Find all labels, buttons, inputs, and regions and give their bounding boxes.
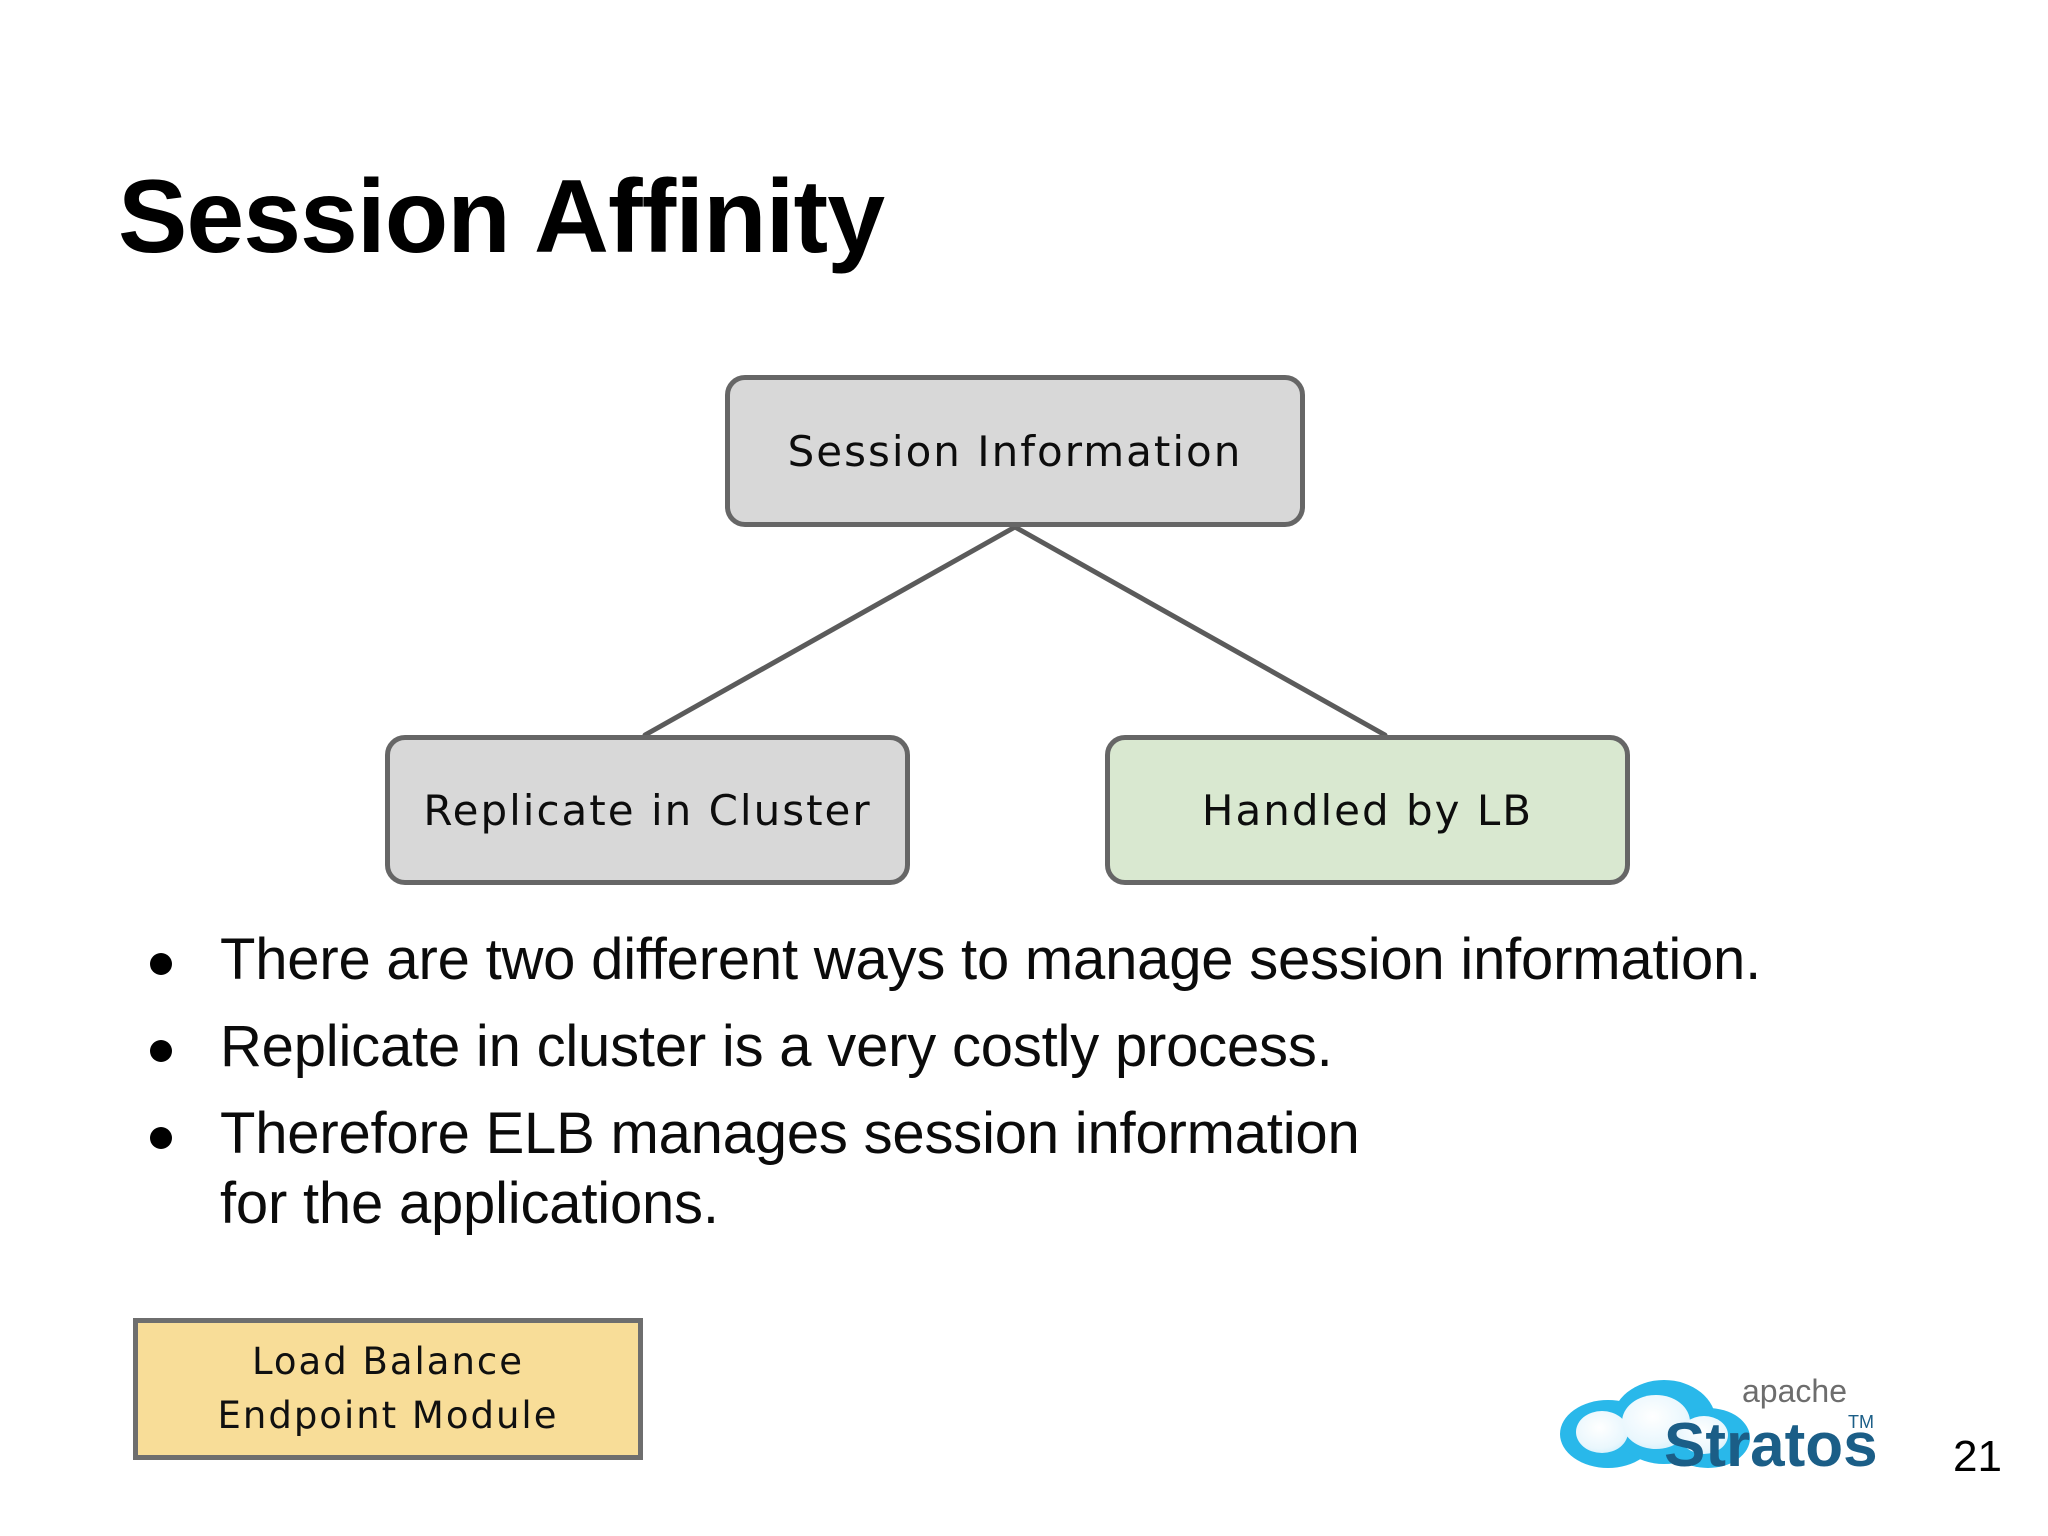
page-number: 21 xyxy=(1953,1432,2002,1481)
apache-stratos-logo: apache Stratos TM xyxy=(1556,1362,1946,1492)
diagram-node-handled-by-lb[interactable]: Handled by LB xyxy=(1105,735,1630,885)
bullet-text: Replicate in cluster is a very costly pr… xyxy=(220,1013,1333,1079)
logo-trademark-text: TM xyxy=(1848,1412,1874,1432)
diagram-node-session-information[interactable]: Session Information xyxy=(725,375,1305,527)
diagram-node-replicate-in-cluster[interactable]: Replicate in Cluster xyxy=(385,735,910,885)
connector-right xyxy=(1012,524,1388,738)
logo-apache-text: apache xyxy=(1742,1373,1847,1409)
diagram-node-label: Session Information xyxy=(787,426,1243,476)
bullet-text: Therefore ELB manages session informatio… xyxy=(220,1100,1360,1237)
diagram-node-label: Handled by LB xyxy=(1201,785,1534,835)
bullet-list: There are two different ways to manage s… xyxy=(150,925,1990,1256)
bullet-dot-icon xyxy=(150,953,172,975)
list-item: Therefore ELB manages session informatio… xyxy=(150,1099,1990,1241)
page-title: Session Affinity xyxy=(118,159,885,275)
list-item: There are two different ways to manage s… xyxy=(150,925,1990,996)
list-item: Replicate in cluster is a very costly pr… xyxy=(150,1012,1990,1083)
connector-left xyxy=(642,524,1018,738)
cloud-icon xyxy=(1560,1380,1750,1468)
note-line-1: Load Balance xyxy=(251,1340,525,1384)
bullet-text: There are two different ways to manage s… xyxy=(220,927,1762,992)
bullet-dot-icon xyxy=(150,1126,172,1149)
bullet-dot-icon xyxy=(150,1039,172,1062)
load-balance-endpoint-module-note: Load Balance Endpoint Module xyxy=(133,1318,643,1460)
logo-stratos-text: Stratos xyxy=(1664,1411,1878,1480)
diagram-node-label: Replicate in Cluster xyxy=(423,785,872,835)
note-line-2: Endpoint Module xyxy=(217,1394,559,1437)
